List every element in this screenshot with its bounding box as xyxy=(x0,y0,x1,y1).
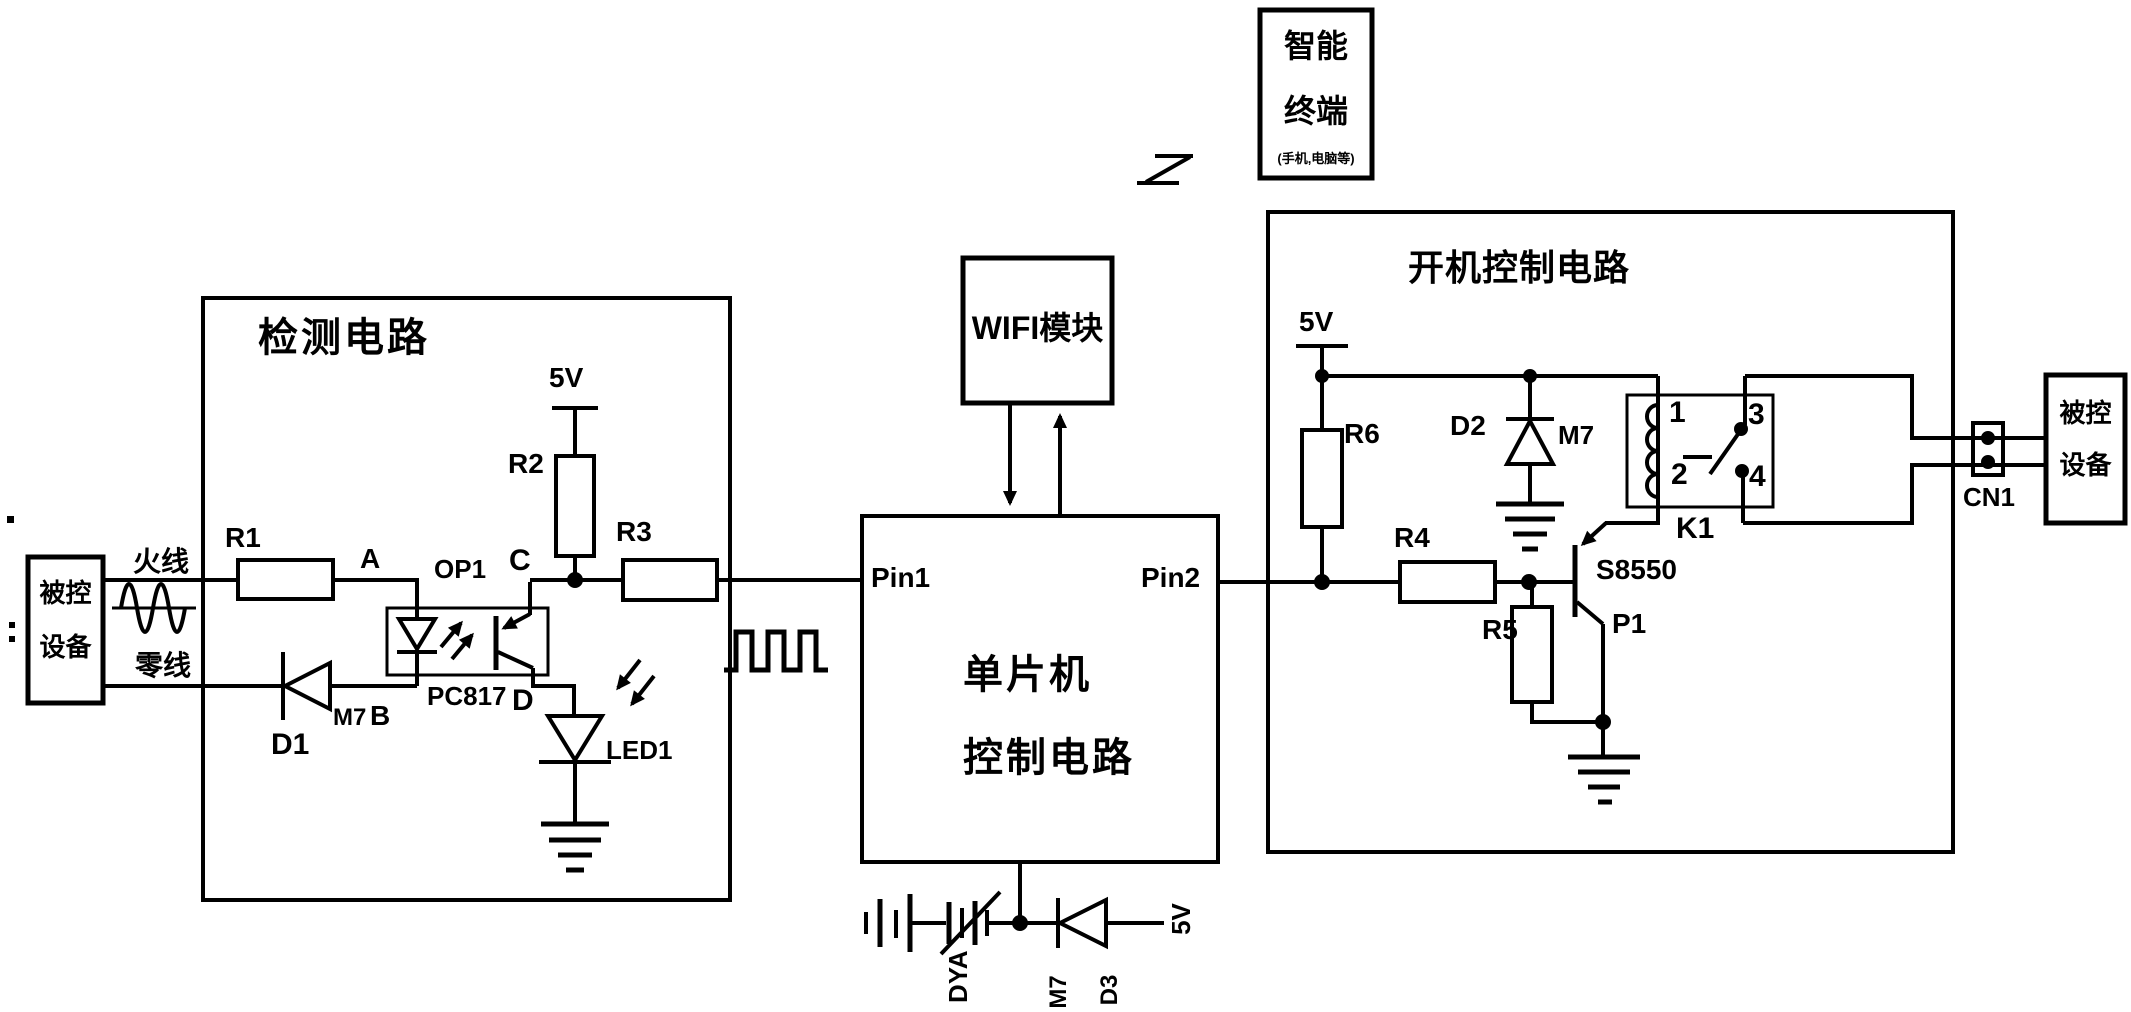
d2-type-label: M7 xyxy=(1558,420,1595,450)
resistor-r4 xyxy=(1398,560,1497,604)
relay-switch xyxy=(1683,376,1749,523)
d3-type-label: M7 xyxy=(1045,975,1072,1009)
led1-label: LED1 xyxy=(606,735,673,765)
r6-branch xyxy=(1300,376,1344,590)
detection-circuit-box xyxy=(201,296,732,902)
d1-label: D1 xyxy=(271,728,310,761)
dya-source-icon xyxy=(939,890,1058,956)
node-a-label: A xyxy=(360,543,381,574)
light-arrows-icon xyxy=(439,620,474,661)
hot-wire-label: 火线 xyxy=(133,546,190,577)
mcu-title-line1: 单片机 xyxy=(963,653,1092,697)
relay-pin3-label: 3 xyxy=(1748,398,1765,431)
resistor-r1 xyxy=(236,558,335,601)
battery-icon xyxy=(864,894,946,952)
wifi-mcu-arrows xyxy=(1003,404,1067,515)
wifi-module-label: WIFI模块 xyxy=(971,310,1104,346)
neutral-wire-label: 零线 xyxy=(135,650,192,681)
op1-label: OP1 xyxy=(434,554,487,584)
diode-d3 xyxy=(1055,896,1164,950)
detection-5v-label: 5V xyxy=(549,362,584,393)
d3-ref-label: D3 xyxy=(1096,974,1123,1006)
bottom-5v-label: 5V xyxy=(1166,903,1196,935)
power-control-title: 开机控制电路 xyxy=(1408,247,1631,288)
right-device-line1: 被控 xyxy=(2059,398,2112,428)
pc817-label: PC817 xyxy=(427,681,507,711)
r5-label: R5 xyxy=(1482,614,1518,645)
right-device-line2: 设备 xyxy=(2059,450,2112,480)
relay-pin4-label: 4 xyxy=(1749,460,1766,493)
optocoupler-phototransistor xyxy=(493,582,576,716)
ground-icon-led1 xyxy=(541,821,609,873)
left-device-line2: 设备 xyxy=(39,632,92,662)
p1-label: P1 xyxy=(1612,608,1647,639)
left-device-line1: 被控 xyxy=(39,578,92,608)
k1-label: K1 xyxy=(1676,512,1715,545)
connector-cn1 xyxy=(1971,421,2005,477)
d1-type-label: M7 xyxy=(333,704,367,731)
mcu-pin1-label: Pin1 xyxy=(871,562,931,593)
node-b-label: B xyxy=(370,700,391,731)
s8550-label: S8550 xyxy=(1596,554,1677,585)
r2-label: R2 xyxy=(508,448,544,479)
diode-d2-branch xyxy=(1496,376,1564,552)
d2-label: D2 xyxy=(1450,410,1486,441)
node-d-label: D xyxy=(512,684,534,717)
r5-branch xyxy=(1510,582,1611,730)
node-c-label: C xyxy=(509,544,531,577)
terminal-label-line3: (手机,电脑等) xyxy=(1277,151,1355,166)
dya-label: DYA xyxy=(943,950,973,1003)
detection-title: 检测电路 xyxy=(258,316,430,360)
mcu-title-line2: 控制电路 xyxy=(963,736,1135,780)
r1-label: R1 xyxy=(225,522,261,553)
r2-branch xyxy=(552,406,598,588)
r6-label: R6 xyxy=(1344,418,1380,449)
stray-marks xyxy=(7,516,15,642)
r3-label: R3 xyxy=(616,516,652,547)
square-wave-icon xyxy=(724,629,828,673)
r4-label: R4 xyxy=(1394,522,1430,553)
resistor-r3 xyxy=(621,558,719,602)
diode-d1 xyxy=(280,652,332,720)
wireless-link-icon xyxy=(1137,154,1193,185)
power-control-box xyxy=(1266,210,1955,854)
cn1-label: CN1 xyxy=(1963,482,2016,512)
ac-sine-icon xyxy=(112,582,196,634)
terminal-label-line2: 终端 xyxy=(1283,93,1348,129)
relay-pin1-label: 1 xyxy=(1669,396,1686,429)
power-5v-rail xyxy=(1296,344,1658,383)
mcu-bottom-chain xyxy=(864,862,1164,956)
optocoupler-box xyxy=(385,606,550,677)
relay-coil xyxy=(1605,376,1660,525)
base-junction-dot xyxy=(1521,574,1537,590)
optocoupler-led xyxy=(395,617,439,686)
mcu-pin2-label: Pin2 xyxy=(1141,562,1201,593)
relay-pin2-label: 2 xyxy=(1671,458,1688,491)
power-5v-label: 5V xyxy=(1299,306,1334,337)
terminal-label-line1: 智能 xyxy=(1283,28,1348,64)
